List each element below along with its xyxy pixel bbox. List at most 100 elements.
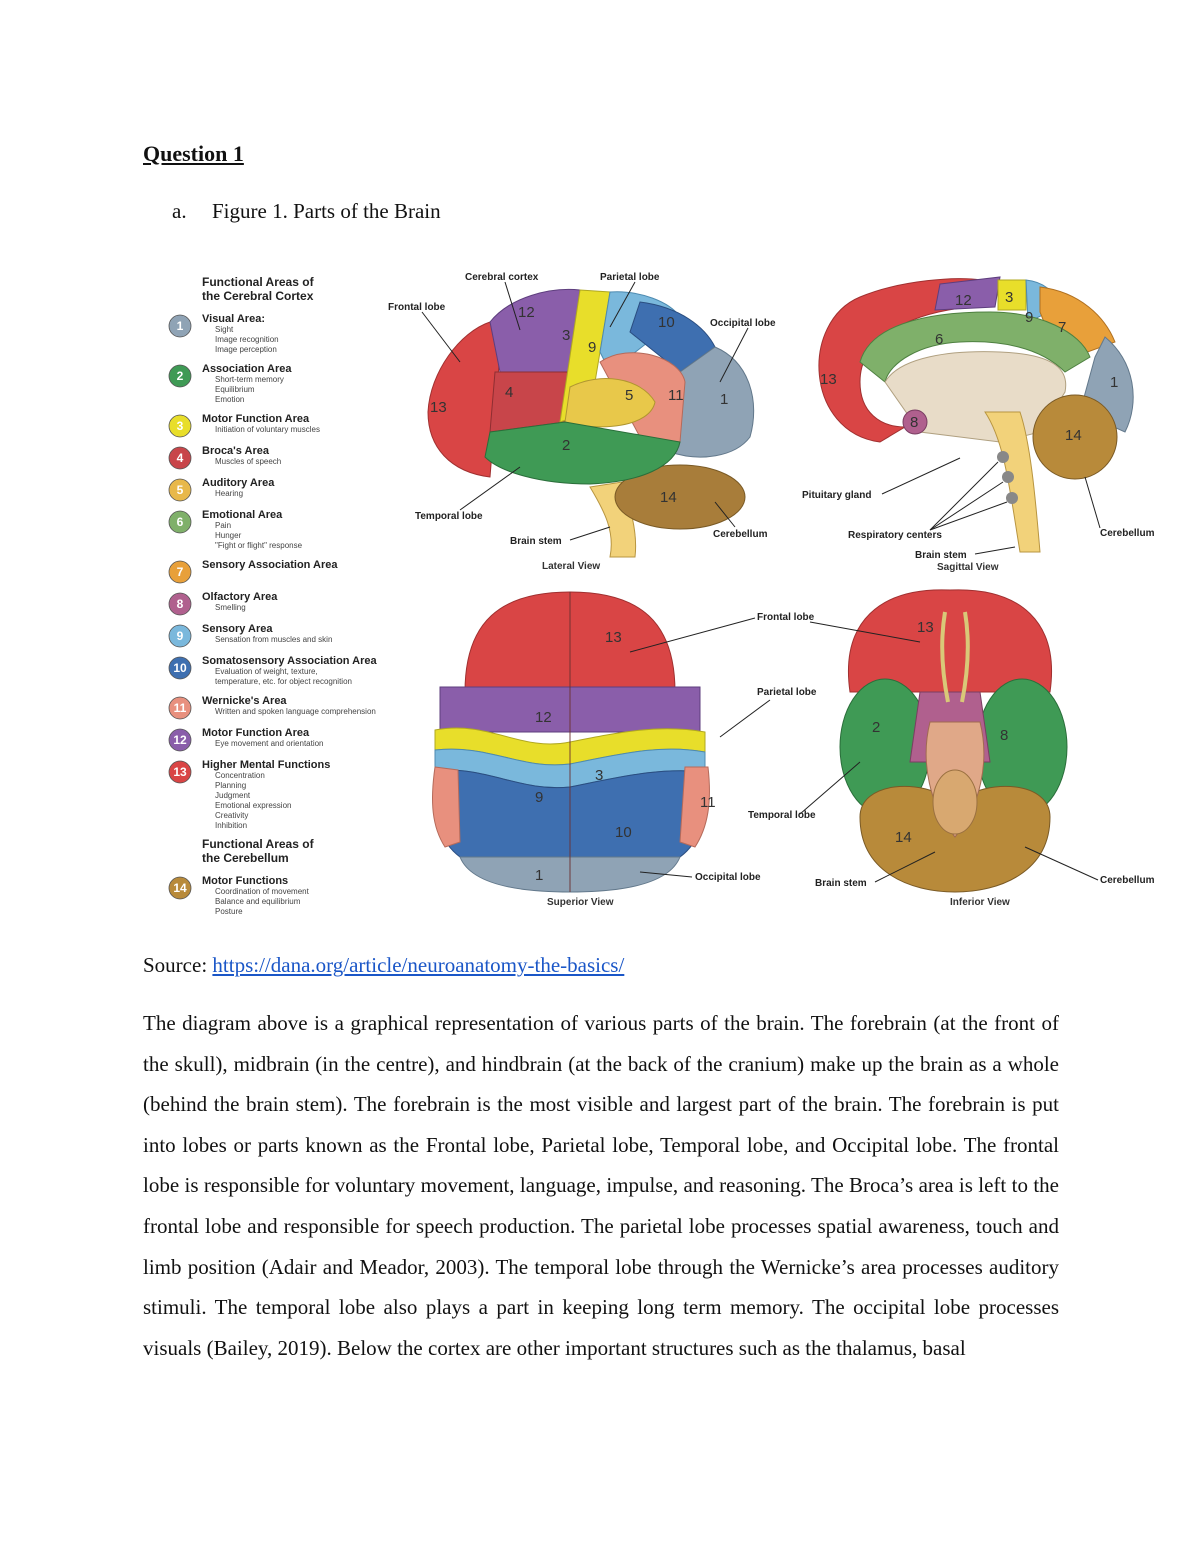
legend-number-14: 14 xyxy=(173,881,187,895)
inferior-num-2: 2 xyxy=(872,719,880,736)
lateral-num-2: 2 xyxy=(562,437,570,454)
superior-num-11: 11 xyxy=(700,794,716,811)
label-temporal-lobe-superior: Temporal lobe xyxy=(748,810,816,821)
legend-title-4: Broca's Area xyxy=(202,445,270,457)
legend-line-14-1: Balance and equilibrium xyxy=(215,897,301,906)
cerebellum-shape xyxy=(614,464,746,530)
legend-line-12-0: Eye movement and orientation xyxy=(215,739,324,748)
legend-line-13-0: Concentration xyxy=(215,771,265,780)
legend-badge-12 xyxy=(168,728,192,752)
legend-cerebellum-title-1: Functional Areas of xyxy=(202,837,315,851)
legend-line-11-0: Written and spoken language comprehensio… xyxy=(215,707,376,716)
label-occipital-lobe: Occipital lobe xyxy=(710,318,776,329)
legend-line-6-2: "Fight or flight" response xyxy=(215,541,303,550)
legend-line-2-2: Emotion xyxy=(215,395,244,404)
superior-num-1: 1 xyxy=(535,867,543,884)
legend-badge-14 xyxy=(168,876,192,900)
sagittal-num-6: 6 xyxy=(935,331,943,348)
legend-badge-5 xyxy=(168,478,192,502)
superior-region-11-right xyxy=(679,766,710,848)
inferior-region-13 xyxy=(848,589,1052,693)
legend-title-6: Emotional Area xyxy=(202,509,283,521)
legend-line-6-1: Hunger xyxy=(215,531,242,540)
legend-number-3: 3 xyxy=(177,419,184,433)
superior-num-3: 3 xyxy=(595,767,603,784)
legend-number-7: 7 xyxy=(177,565,184,579)
legend-line-2-0: Short-term memory xyxy=(215,375,284,384)
sagittal-num-1: 1 xyxy=(1110,374,1118,391)
label-frontal-lobe-superior: Frontal lobe xyxy=(757,612,815,623)
lateral-num-11: 11 xyxy=(668,387,684,404)
figure-caption-line: a. Figure 1. Parts of the Brain xyxy=(172,199,441,224)
legend-badge-1 xyxy=(168,314,192,338)
legend-cortex-title-1: Functional Areas of xyxy=(202,275,315,289)
legend-line-13-1: Planning xyxy=(215,781,246,790)
source-link[interactable]: https://dana.org/article/neuroanatomy-th… xyxy=(212,953,625,977)
legend-line-4-0: Muscles of speech xyxy=(215,457,281,466)
lateral-num-9: 9 xyxy=(588,339,596,356)
inferior-num-8: 8 xyxy=(1000,727,1008,744)
legend-badge-8 xyxy=(168,592,192,616)
legend-title-11: Wernicke's Area xyxy=(202,695,287,707)
legend-line-1-0: Sight xyxy=(215,325,234,334)
sagittal-region-8 xyxy=(902,409,928,435)
legend-title-12: Motor Function Area xyxy=(202,727,310,739)
label-parietal-lobe: Parietal lobe xyxy=(600,272,660,283)
legend: Functional Areas of the Cerebral Cortex … xyxy=(168,275,378,916)
superior-num-10: 10 xyxy=(615,824,632,841)
legend-title-3: Motor Function Area xyxy=(202,413,310,425)
inferior-view: 13 2 8 14 Brain stem Cerebellum Inferior… xyxy=(799,589,1155,908)
figure-caption: Figure 1. Parts of the Brain xyxy=(212,199,441,223)
legend-line-13-3: Emotional expression xyxy=(215,801,291,810)
label-cerebellum-sagittal: Cerebellum xyxy=(1100,528,1155,539)
inferior-num-13: 13 xyxy=(917,619,934,636)
inferior-medulla xyxy=(932,769,978,835)
legend-badge-2 xyxy=(168,364,192,388)
body-paragraph: The diagram above is a graphical represe… xyxy=(143,1011,1059,1360)
sagittal-view: 12 3 9 7 6 13 1 8 14 Pituitary gland Res… xyxy=(802,276,1155,573)
label-respiratory-centers: Respiratory centers xyxy=(848,530,942,541)
source-label: Source: xyxy=(143,953,213,977)
respiratory-dot-3 xyxy=(1006,492,1018,504)
legend-number-11: 11 xyxy=(174,701,187,715)
lateral-region-1 xyxy=(669,346,755,458)
legend-badge-7 xyxy=(168,560,192,584)
respiratory-dot-2 xyxy=(1002,471,1014,483)
legend-title-2: Association Area xyxy=(202,363,292,375)
legend-number-13: 13 xyxy=(173,765,187,779)
superior-num-9: 9 xyxy=(535,789,543,806)
brain-diagram: Functional Areas of the Cerebral Cortex … xyxy=(168,272,1155,916)
legend-line-5-0: Hearing xyxy=(215,489,243,498)
sagittal-brainstem xyxy=(984,411,1041,553)
legend-title-1: Visual Area: xyxy=(202,313,265,325)
lateral-num-13: 13 xyxy=(430,399,447,416)
question-heading: Question 1 xyxy=(143,141,244,166)
legend-badge-13 xyxy=(168,760,192,784)
lateral-region-2 xyxy=(484,421,681,485)
legend-line-1-2: Image perception xyxy=(215,345,277,354)
sagittal-region-12 xyxy=(934,276,1001,311)
legend-title-5: Auditory Area xyxy=(202,477,275,489)
legend-cerebellum-title-2: the Cerebellum xyxy=(202,851,289,865)
label-cerebral-cortex: Cerebral cortex xyxy=(465,272,539,283)
legend-line-8-0: Smelling xyxy=(215,603,246,612)
legend-number-5: 5 xyxy=(177,483,184,497)
sagittal-region-3 xyxy=(997,279,1027,311)
legend-number-10: 10 xyxy=(173,661,187,675)
legend-number-2: 2 xyxy=(177,369,184,383)
legend-number-9: 9 xyxy=(177,629,184,643)
sagittal-view-title: Sagittal View xyxy=(937,562,999,573)
sagittal-outline-13 xyxy=(818,278,981,443)
legend-title-13: Higher Mental Functions xyxy=(202,759,330,771)
label-cerebellum-lateral: Cerebellum xyxy=(713,529,768,540)
inferior-olfactory-right xyxy=(960,611,970,703)
superior-view: 13 12 3 9 10 11 1 Frontal lobe Parietal … xyxy=(431,591,817,908)
inferior-num-14: 14 xyxy=(895,829,912,846)
legend-line-6-0: Pain xyxy=(215,521,231,530)
sagittal-num-8: 8 xyxy=(910,414,918,431)
list-marker: a. xyxy=(172,199,187,223)
legend-badge-4 xyxy=(168,446,192,470)
legend-line-14-2: Posture xyxy=(215,907,243,916)
sagittal-num-13: 13 xyxy=(820,371,837,388)
lateral-view: 13 12 4 3 9 10 5 11 1 2 14 Frontal lobe … xyxy=(388,272,776,572)
